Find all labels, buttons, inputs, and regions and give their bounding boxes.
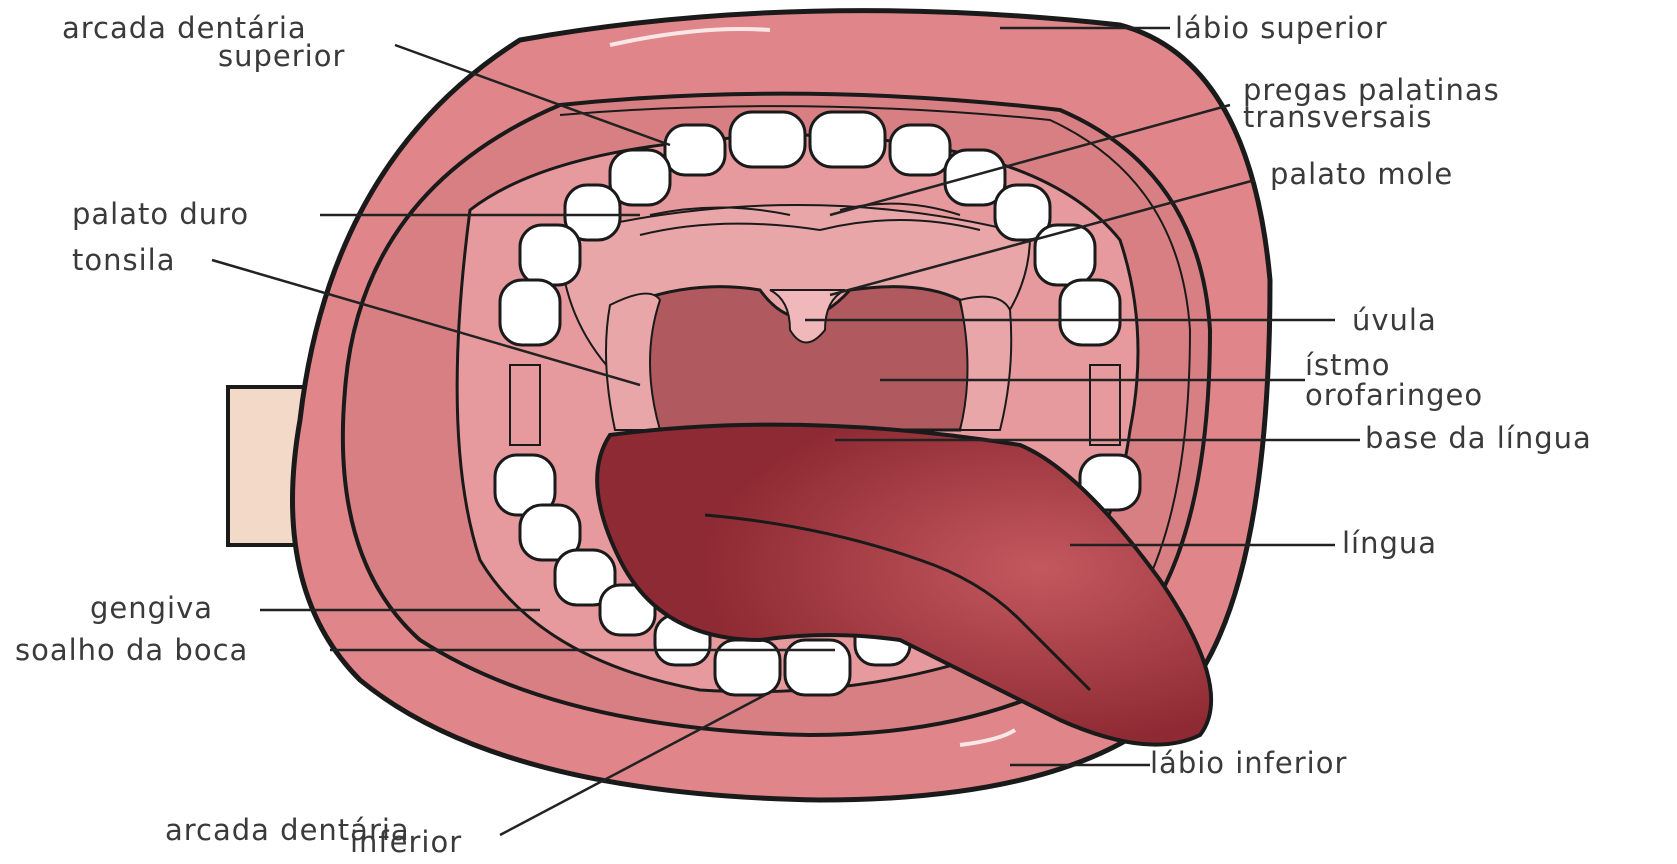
- label-soalho: soalho da boca: [15, 633, 248, 667]
- label-labio-inferior: lábio inferior: [1150, 746, 1347, 780]
- label-palato-mole: palato mole: [1270, 157, 1453, 191]
- label-istmo-2: orofaringeo: [1305, 378, 1483, 412]
- label-arcada-superior-2: superior: [218, 39, 345, 73]
- label-uvula: úvula: [1352, 303, 1437, 337]
- label-arcada-inferior-2: inferior: [350, 825, 462, 859]
- label-istmo: ístmo: [1305, 348, 1391, 382]
- label-lingua: língua: [1342, 526, 1437, 560]
- label-gengiva: gengiva: [90, 591, 213, 625]
- label-tonsila: tonsila: [72, 243, 176, 277]
- label-base-lingua: base da língua: [1365, 421, 1592, 455]
- label-pregas-palatinas-2: transversais: [1243, 100, 1433, 134]
- label-labio-superior: lábio superior: [1175, 11, 1388, 45]
- label-palato-duro: palato duro: [72, 197, 249, 231]
